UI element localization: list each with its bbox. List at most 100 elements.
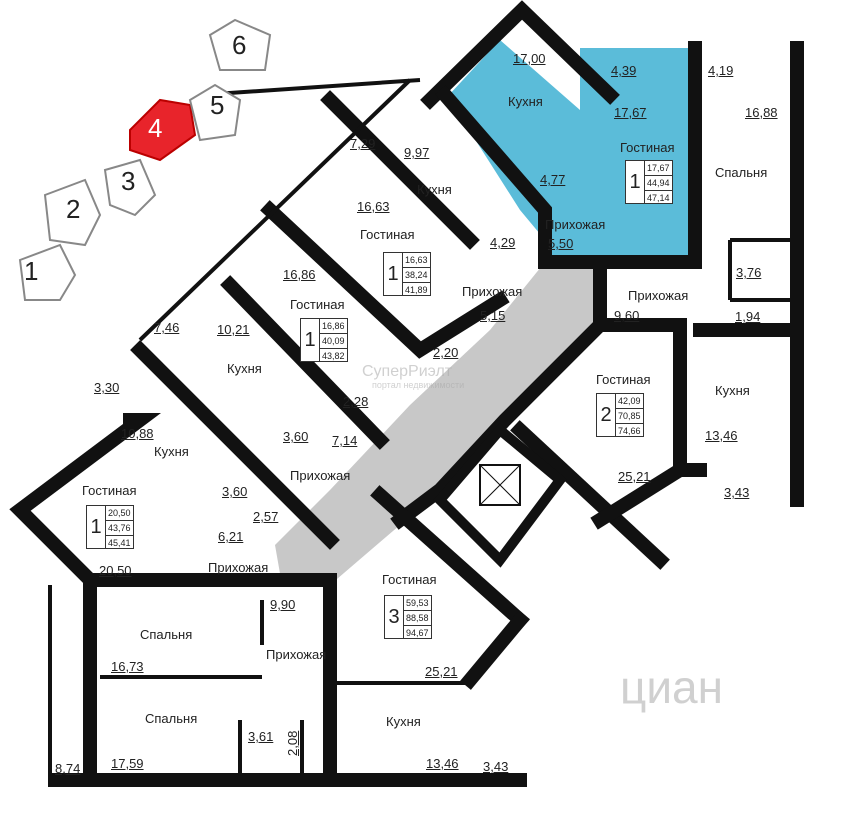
- area-label: 10,21: [217, 322, 250, 337]
- room-label: Спальня: [140, 627, 193, 642]
- area-label: 16,63: [357, 199, 390, 214]
- area-label: 5,50: [548, 236, 574, 251]
- total-area-balcony: 94,67: [406, 628, 429, 638]
- room-label: Спальня: [145, 711, 198, 726]
- area-label: 17,67: [614, 105, 647, 120]
- main-walls: [9, 0, 804, 787]
- total-area-balcony: 74,66: [618, 426, 641, 436]
- area-label: 4,39: [611, 63, 637, 78]
- key-section-6[interactable]: 6: [232, 30, 247, 60]
- corridor: [275, 262, 600, 585]
- area-label: 3,43: [724, 485, 750, 500]
- room-label: Гостиная: [290, 297, 345, 312]
- total-area-balcony: 43,82: [322, 351, 345, 361]
- total-area: 70,85: [616, 409, 643, 424]
- area-label: 13,46: [426, 756, 459, 771]
- area-label: 13,46: [705, 428, 738, 443]
- room-label: Прихожая: [545, 217, 606, 232]
- room-count: 1: [626, 161, 645, 203]
- area-label: 3,30: [94, 380, 120, 395]
- area-label: 2,20: [433, 345, 459, 360]
- area-label: 16,73: [111, 659, 144, 674]
- key-section-3[interactable]: 3: [121, 166, 136, 196]
- living-area: 16,86: [320, 319, 347, 334]
- area-label: 3,76: [736, 265, 762, 280]
- total-area: 43,76: [106, 521, 133, 536]
- area-label: 17,00: [513, 51, 546, 66]
- room-label: Прихожая: [462, 284, 523, 299]
- key-section-5[interactable]: 5: [210, 90, 225, 120]
- area-label: 16,86: [283, 267, 316, 282]
- area-label: 2,28: [343, 394, 369, 409]
- area-label: 9,60: [614, 308, 640, 323]
- room-label: Кухня: [154, 444, 189, 459]
- room-label: Кухня: [508, 94, 543, 109]
- area-label: 25,21: [425, 664, 458, 679]
- watermark-cian: циан: [620, 661, 724, 713]
- watermark-tagline: портал недвижимости: [372, 380, 465, 390]
- key-plan[interactable]: [18, 18, 272, 301]
- stairwell: [433, 423, 567, 568]
- total-area: 44,94: [645, 176, 672, 191]
- total-area-balcony: 47,14: [647, 193, 670, 203]
- area-label: 9,97: [404, 145, 430, 160]
- room-count: 2: [597, 394, 616, 436]
- area-label: 8,74: [55, 761, 81, 776]
- area-label: 7,46: [154, 320, 180, 335]
- room-label: Гостиная: [382, 572, 437, 587]
- area-label: 9,90: [270, 597, 296, 612]
- room-label: Прихожая: [266, 647, 327, 662]
- total-area: 88,58: [404, 611, 431, 626]
- key-section-4[interactable]: 4: [148, 113, 163, 143]
- room-label: Гостиная: [82, 483, 137, 498]
- area-label: 3,61: [248, 729, 274, 744]
- area-label: 25,21: [618, 469, 651, 484]
- total-area-balcony: 41,89: [405, 285, 428, 295]
- area-label: 2,08: [285, 730, 300, 756]
- room-label: Гостиная: [360, 227, 415, 242]
- key-plan-section-selected: [129, 98, 197, 162]
- total-area-balcony: 45,41: [108, 538, 131, 548]
- area-label: 3,60: [222, 484, 248, 499]
- key-section-2[interactable]: 2: [66, 194, 81, 224]
- room-label: Прихожая: [208, 560, 269, 575]
- total-area: 40,09: [320, 334, 347, 349]
- key-section-1[interactable]: 1: [24, 256, 39, 286]
- area-label: 16,88: [745, 105, 778, 120]
- area-label: 5,15: [480, 308, 506, 323]
- area-label: 4,29: [490, 235, 516, 250]
- room-label: Прихожая: [290, 468, 351, 483]
- room-label: Кухня: [386, 714, 421, 729]
- living-area: 59,53: [404, 596, 431, 611]
- area-label: 2,57: [253, 509, 279, 524]
- area-label: 10,88: [121, 426, 154, 441]
- thin-walls: [48, 78, 797, 780]
- living-area: 20,50: [106, 506, 133, 521]
- room-label: Кухня: [227, 361, 262, 376]
- room-label: Гостиная: [596, 372, 651, 387]
- room-label: Гостиная: [620, 140, 675, 155]
- watermark-brand: СуперРиэлт: [362, 363, 453, 380]
- room-label: Прихожая: [628, 288, 689, 303]
- room-label: Спальня: [715, 165, 768, 180]
- room-count: 1: [384, 253, 403, 295]
- area-label: 6,21: [218, 529, 244, 544]
- living-area: 16,63: [403, 253, 430, 268]
- area-label: 20,50: [99, 563, 132, 578]
- room-label: Кухня: [417, 182, 452, 197]
- room-count: 1: [87, 506, 106, 548]
- area-label: 3,60: [283, 429, 309, 444]
- room-count: 3: [385, 596, 404, 638]
- room-label: Кухня: [715, 383, 750, 398]
- room-count: 1: [301, 319, 320, 361]
- living-area: 17,67: [645, 161, 672, 176]
- area-label: 4,77: [540, 172, 566, 187]
